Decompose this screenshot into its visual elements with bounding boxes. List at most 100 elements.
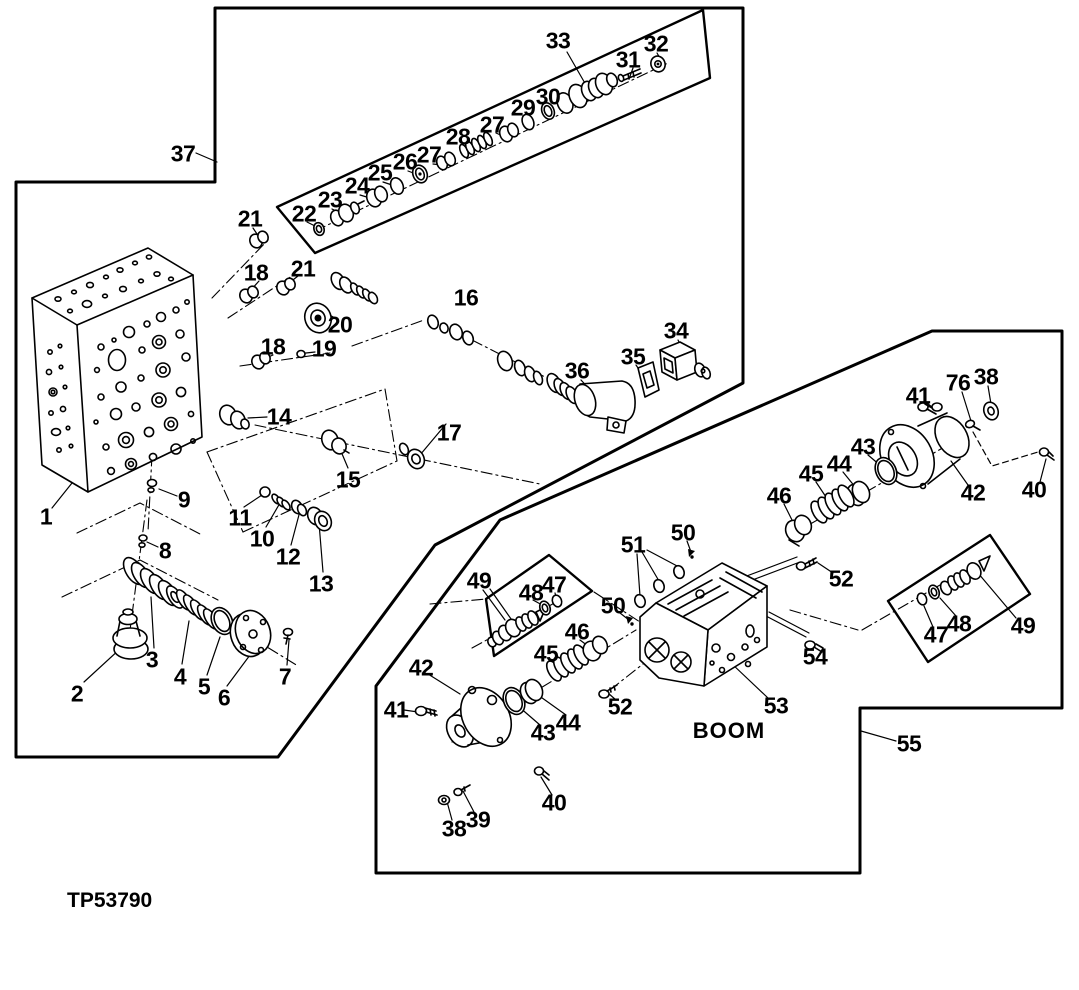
callout-46-53: 46 [564, 618, 590, 645]
callout-6-5: 6 [217, 684, 231, 711]
part-27-sleeve [435, 151, 457, 171]
callout-49-71: 49 [1010, 612, 1036, 639]
part-34-connector [659, 341, 712, 381]
component-box-relief-right [886, 533, 1032, 664]
part-43-o-ring-top [874, 456, 898, 486]
callout-47-49: 47 [541, 571, 567, 598]
callout-12-11: 12 [275, 543, 301, 570]
part-46-plug-top [784, 514, 813, 547]
callout-54-60: 54 [802, 643, 828, 670]
part-38-nut-bottom [437, 794, 451, 806]
part-9-fitting [146, 478, 158, 493]
callout-21-21: 21 [290, 255, 316, 282]
callout-39-68: 39 [465, 806, 491, 833]
callout-40-66: 40 [541, 789, 567, 816]
callout-51-56: 51 [620, 531, 646, 558]
callout-52-58: 52 [607, 693, 633, 720]
callout-11-10: 11 [228, 504, 252, 531]
part-6-cover [229, 609, 272, 658]
part-38-washer-top [982, 401, 1000, 421]
callout-23-24: 23 [317, 186, 343, 213]
callout-5-4: 5 [197, 673, 211, 700]
callout-4-3: 4 [173, 663, 187, 690]
part-8-fitting [138, 534, 148, 548]
component-box-pilot-valve [275, 8, 712, 255]
callout-38-67: 38 [441, 815, 467, 842]
callout-8-7: 8 [158, 537, 172, 564]
part-14-plug [218, 404, 250, 430]
callout-18-22: 18 [260, 333, 286, 360]
part-52-screw-right [795, 557, 818, 571]
part-28-spring [458, 131, 494, 159]
callout-44-46: 44 [826, 450, 852, 477]
callout-42-62: 42 [408, 654, 434, 681]
callout-50-54: 50 [670, 519, 696, 546]
callout-34-36: 34 [663, 317, 689, 344]
callout-35-37: 35 [620, 343, 646, 370]
part-54-bolt [804, 640, 824, 653]
callout-46-48: 46 [766, 482, 792, 509]
part-26-disc [411, 164, 429, 184]
callout-16-15: 16 [453, 284, 479, 311]
callout-9-8: 9 [177, 486, 191, 513]
callout-10-9: 10 [249, 525, 275, 552]
part-31-stem [617, 68, 642, 83]
part-5-o-ring [210, 606, 234, 636]
callout-50-55: 50 [600, 592, 626, 619]
part-16-spool [330, 271, 379, 305]
section-label: BOOM [692, 718, 766, 743]
callout-15-14: 15 [335, 466, 361, 493]
part-45-spring-bottom [545, 644, 590, 682]
part-3-spool-spring [122, 556, 185, 609]
part-21-fitting-a [249, 230, 269, 249]
part-53-valve-body [639, 562, 768, 687]
part-20-nut [303, 302, 333, 334]
callout-53-59: 53 [763, 692, 789, 719]
region-border-right [374, 329, 1064, 875]
part-29-o-ring [521, 113, 535, 131]
callout-38-40: 38 [973, 363, 999, 390]
callout-43-64: 43 [530, 719, 556, 746]
part-48-ring-left [538, 600, 552, 616]
part-15-plug [320, 429, 350, 455]
part-51-o-rings [634, 564, 685, 609]
part-17-screw [398, 442, 426, 470]
part-41-bolt-bottom [414, 705, 438, 717]
solenoid-assembly [426, 314, 712, 434]
part-2-plug [112, 608, 149, 660]
part-48-ring-right [927, 584, 941, 600]
boom-valve-assembly [414, 401, 1055, 806]
part-76-screw [964, 419, 981, 431]
part-19-plug [296, 349, 306, 359]
part-7-screw [282, 627, 294, 645]
part-27-cap [498, 122, 520, 143]
callout-17-16: 17 [436, 419, 462, 446]
part-41-bolt-top [917, 402, 937, 415]
part-50-orifice-a [690, 555, 694, 559]
part-12-seat [290, 499, 308, 517]
callout-2-1: 2 [70, 680, 84, 707]
part-49-relief-valve-right [939, 555, 991, 596]
part-49-relief-valve-left [487, 606, 547, 648]
callout-24-25: 24 [344, 172, 370, 199]
callout-48-70: 48 [946, 610, 972, 637]
part-40-screw-bottom [533, 766, 550, 781]
callout-26-27: 26 [392, 148, 418, 175]
callout-13-12: 13 [308, 570, 334, 597]
callout-44-65: 44 [555, 709, 581, 736]
region-border-left [14, 6, 745, 759]
callout-41-63: 41 [383, 696, 409, 723]
part-52-screw-bottom [598, 684, 618, 699]
callout-42-44: 42 [960, 479, 986, 506]
part-40-screw-top [1038, 447, 1055, 461]
valve-block-part1 [31, 247, 203, 493]
callout-22-23: 22 [291, 200, 317, 227]
part-21-fitting-b [276, 277, 296, 296]
part-23-plug [329, 200, 365, 227]
callout-14-13: 14 [266, 403, 292, 430]
parts-pilot-valve [313, 55, 666, 237]
callout-18-17: 18 [243, 259, 269, 286]
part-24-cap [365, 185, 389, 208]
